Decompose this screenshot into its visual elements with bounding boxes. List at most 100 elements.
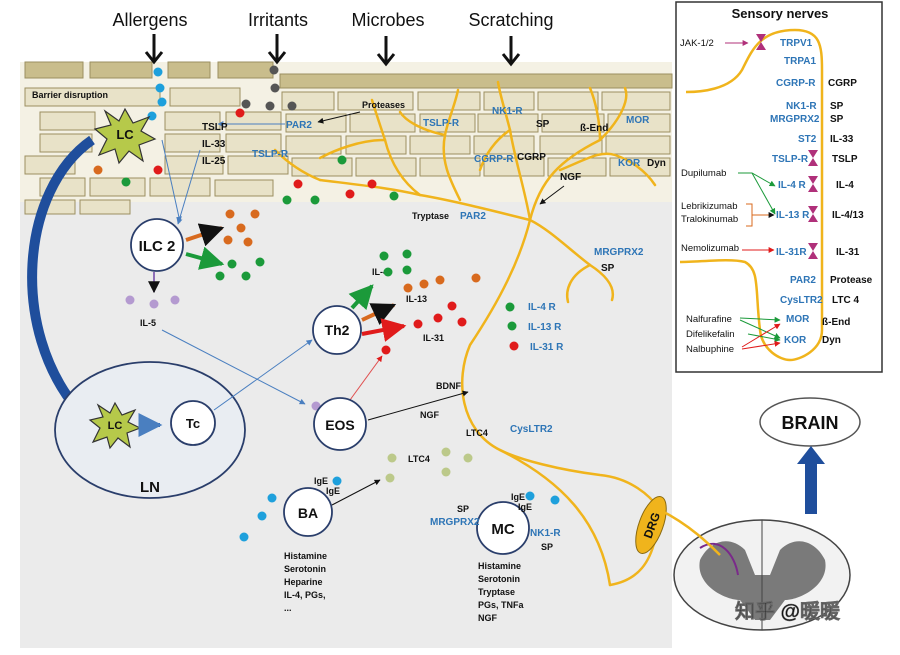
il31-label: IL-31 bbox=[423, 333, 444, 343]
drug-lebrikizumab: Lebrikizumab bbox=[681, 201, 738, 212]
label-tryptase: Tryptase bbox=[412, 211, 449, 221]
ilc2-cell bbox=[130, 218, 184, 272]
label-il25: IL-25 bbox=[202, 156, 226, 167]
th2-cell bbox=[312, 305, 362, 355]
drg-ganglion bbox=[635, 496, 667, 554]
basophil-cell bbox=[283, 487, 333, 537]
arrow-th2-il13 bbox=[361, 303, 397, 326]
mc-mediator: NGF bbox=[478, 613, 498, 623]
jak-label: JAK-1/2 bbox=[680, 38, 714, 49]
allergen-dots bbox=[147, 67, 167, 121]
panel-receptor: PAR2 bbox=[790, 275, 816, 286]
panel-receptor: ST2 bbox=[798, 134, 817, 145]
ba-allergen-dots bbox=[239, 476, 342, 542]
panel-ligand: ß-End bbox=[822, 317, 850, 328]
label-par2: PAR2 bbox=[286, 120, 312, 131]
panel-receptor-list: TRPV1 TRPA1 CGRP-R CGRP NK1-R SP MRGPRX2… bbox=[770, 38, 873, 346]
panel-ligand: LTC 4 bbox=[832, 295, 859, 306]
label-dyn: Dyn bbox=[647, 158, 666, 169]
sp2-label: SP bbox=[601, 263, 615, 274]
arrow-il-ilc2 bbox=[176, 149, 201, 225]
arrow-proteases-par2 bbox=[317, 111, 361, 124]
spinal-cord bbox=[673, 519, 851, 631]
drug-tralokinumab: Tralokinumab bbox=[681, 214, 738, 225]
arrow-difelikefalin-kor bbox=[747, 333, 781, 342]
ba-ige1: IgE bbox=[314, 476, 328, 486]
label-cgrp: CGRP bbox=[517, 152, 546, 163]
arrow-eos-il31 bbox=[349, 355, 383, 401]
panel-nerve-bottom bbox=[679, 258, 791, 362]
brain-arrow-head bbox=[797, 446, 825, 464]
mc-allergen-dots bbox=[525, 491, 560, 505]
il5-dots bbox=[125, 295, 180, 309]
ba-label: BA bbox=[298, 505, 318, 521]
arrow-tc-th2 bbox=[213, 339, 313, 411]
drug-nalfurafine: Nalfurafine bbox=[686, 314, 732, 325]
panel-ligand: IL-33 bbox=[830, 134, 854, 145]
top-arrows bbox=[144, 34, 521, 67]
il13-label: IL-13 bbox=[406, 294, 427, 304]
mc-nk1r: NK1-R bbox=[530, 528, 561, 539]
il5-label: IL-5 bbox=[140, 318, 156, 328]
panel-receptor: IL-4 R bbox=[778, 180, 807, 191]
il4r-label: IL-4 R bbox=[528, 302, 557, 313]
label-barrier-disruption: Barrier disruption bbox=[32, 90, 108, 100]
panel-ligand: Protease bbox=[830, 275, 873, 286]
eos-cell bbox=[313, 397, 367, 451]
tc-cell bbox=[170, 400, 216, 446]
label-ngf: NGF bbox=[560, 172, 581, 183]
ltc4-dots bbox=[385, 447, 473, 483]
lc2-label: LC bbox=[108, 420, 123, 432]
label-b-end: ß-End bbox=[580, 123, 608, 134]
label-mor: MOR bbox=[626, 115, 650, 126]
eos-label: EOS bbox=[325, 417, 355, 433]
cysltr2-label: CysLTR2 bbox=[510, 424, 553, 435]
sensory-panel-title: Sensory nerves bbox=[732, 6, 829, 21]
cytokine-dots-epidermis bbox=[93, 155, 399, 205]
mc-ige1: IgE bbox=[511, 492, 525, 502]
arrow-ngf bbox=[539, 185, 565, 205]
panel-ligand: SP bbox=[830, 114, 844, 125]
ilc2-label: ILC 2 bbox=[139, 238, 176, 255]
mrgprx2-label: MRGPRX2 bbox=[594, 247, 644, 258]
mc-sp2: SP bbox=[541, 542, 553, 552]
bdnf-label: BDNF bbox=[436, 381, 461, 391]
arrow-ilc2-orange bbox=[185, 223, 225, 247]
brain-node bbox=[759, 397, 861, 447]
irritant-dots bbox=[241, 65, 297, 111]
panel-receptor: IL-13 R bbox=[776, 210, 810, 221]
langerhans-cell-skin: LC bbox=[93, 107, 157, 165]
mc-mediator: Tryptase bbox=[478, 587, 515, 597]
label-kor: KOR bbox=[618, 158, 641, 169]
panel-receptor: KOR bbox=[784, 335, 807, 346]
mc-mediator: PGs, TNFa bbox=[478, 600, 525, 610]
label-par2-b: PAR2 bbox=[460, 211, 486, 222]
drug-difelikefalin: Difelikefalin bbox=[686, 329, 735, 340]
langerhans-cell-ln: LC bbox=[88, 401, 142, 450]
panel-ligand: IL-4/13 bbox=[832, 210, 864, 221]
mc-mediators: Histamine Serotonin Tryptase PGs, TNFa N… bbox=[478, 561, 525, 623]
arrow-th2-il31 bbox=[361, 318, 407, 342]
arrow-th2-il4 bbox=[348, 284, 374, 311]
label-microbes: Microbes bbox=[351, 10, 424, 30]
label-il33: IL-33 bbox=[202, 139, 226, 150]
panel-nerve-top bbox=[685, 28, 824, 362]
arrow-nalfurafine-kor bbox=[739, 319, 781, 339]
label-sp: SP bbox=[536, 119, 550, 130]
ba-mediators: Histamine Serotonin Heparine IL-4, PGs, … bbox=[284, 551, 327, 613]
ba-mediator: Heparine bbox=[284, 577, 323, 587]
mast-cell bbox=[476, 501, 530, 555]
watermark: 知乎 @暖暖 bbox=[735, 599, 841, 623]
ba-mediator: IL-4, PGs, bbox=[284, 590, 326, 600]
arrow-nalbuphine-mor bbox=[741, 323, 781, 348]
mc-ige2: IgE bbox=[518, 502, 532, 512]
label-cgrp-r: CGRP-R bbox=[474, 154, 514, 165]
mc-mediator: Serotonin bbox=[478, 574, 520, 584]
ltc4-label: LTC4 bbox=[466, 428, 488, 438]
arrow-ilc2-green bbox=[185, 246, 225, 270]
panel-receptor: MRGPRX2 bbox=[770, 114, 820, 125]
panel-receptor: TSLP-R bbox=[772, 154, 809, 165]
panel-ligand: Dyn bbox=[822, 335, 841, 346]
panel-receptor: TRPA1 bbox=[784, 56, 816, 67]
